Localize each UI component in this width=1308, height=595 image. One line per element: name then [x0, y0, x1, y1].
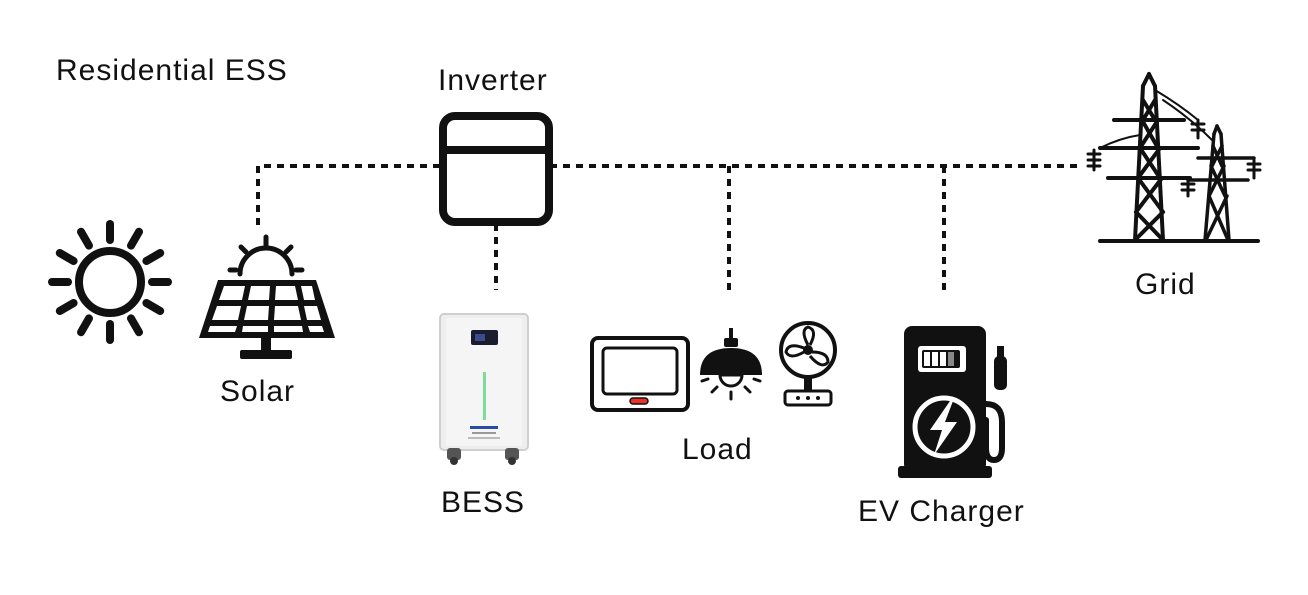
connection-lines — [256, 164, 1080, 290]
bus-line-left — [256, 164, 442, 225]
sun-ray — [55, 299, 78, 315]
bess-label: BESS — [441, 486, 526, 519]
ev-charger-icon — [898, 326, 1007, 478]
inverter-icon — [439, 112, 553, 226]
sun-ray — [127, 227, 143, 250]
lamp-icon — [700, 328, 762, 401]
sun-ray — [142, 249, 165, 265]
sun-ray — [55, 249, 78, 265]
sun-ray — [77, 227, 93, 250]
sun-ray — [127, 314, 143, 337]
ev-charger-label: EV Charger — [858, 495, 1025, 528]
grid-label: Grid — [1135, 268, 1196, 301]
fan-icon — [779, 321, 837, 407]
sun-icon — [48, 220, 172, 344]
tv-icon — [590, 336, 690, 412]
solar-label: Solar — [220, 375, 296, 408]
sun-ray — [142, 299, 165, 315]
load-label: Load — [682, 433, 753, 466]
solar-panel-icon — [199, 234, 335, 359]
battery-cabinet-icon — [439, 313, 529, 465]
power-tower-icon — [1086, 72, 1262, 243]
diagram-title: Residential ESS — [56, 54, 288, 87]
sun-ray — [77, 314, 93, 337]
inverter-label: Inverter — [438, 64, 548, 97]
